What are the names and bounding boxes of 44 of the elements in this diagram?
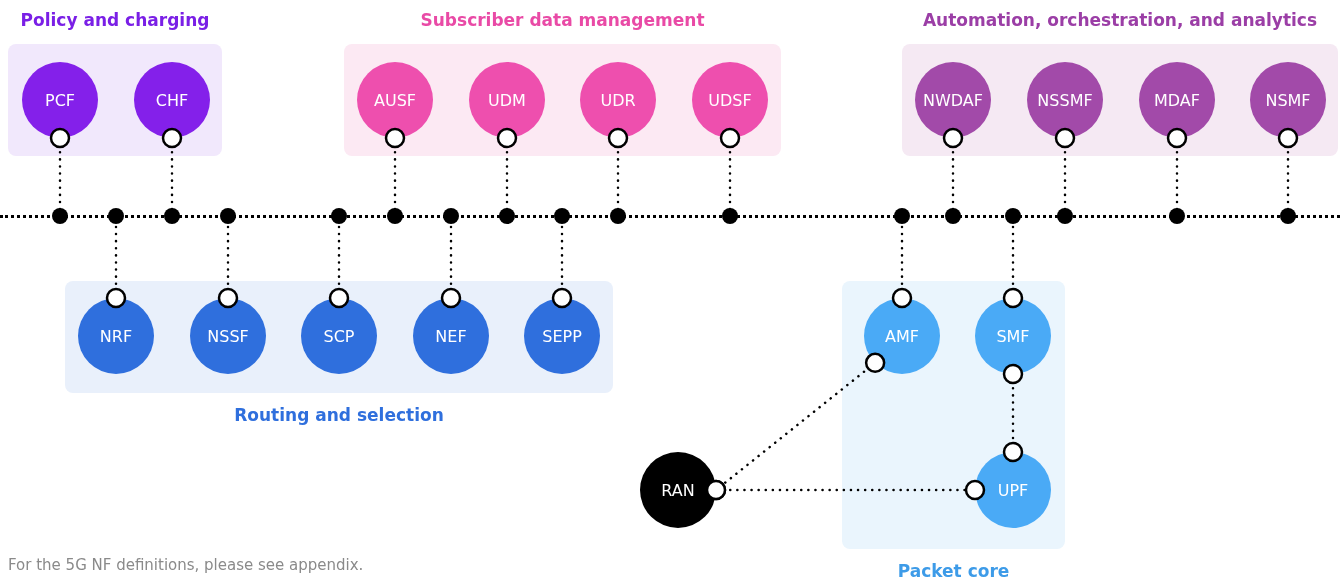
network-function-circle: AMF: [864, 298, 940, 374]
dotted-connector: [891, 208, 913, 309]
network-function-circle: NSSF: [190, 298, 266, 374]
group-heading: Policy and charging: [20, 10, 210, 30]
dotted-connector: [1166, 127, 1188, 224]
network-function-circle: SEPP: [524, 298, 600, 374]
network-function-circle: NEF: [413, 298, 489, 374]
group-heading: Subscriber data management: [420, 10, 705, 30]
dotted-connector: [161, 127, 183, 224]
group-heading: Routing and selection: [234, 405, 444, 425]
network-function-circle: NRF: [78, 298, 154, 374]
network-function-circle: PCF: [22, 62, 98, 138]
group-heading: Automation, orchestration, and analytics: [922, 10, 1318, 30]
dotted-connector: [105, 208, 127, 309]
dotted-connector: [440, 208, 462, 309]
network-function-circle: MDAF: [1139, 62, 1215, 138]
dotted-connector: [496, 127, 518, 224]
network-function-circle: UDSF: [692, 62, 768, 138]
network-function-circle: SCP: [301, 298, 377, 374]
dotted-connector: [217, 208, 239, 309]
network-function-circle: AUSF: [357, 62, 433, 138]
dotted-connector: [607, 127, 629, 224]
dotted-connector: [719, 127, 741, 224]
dotted-connector: [384, 127, 406, 224]
dotted-connector: [1002, 363, 1024, 463]
dotted-connector: [1277, 127, 1299, 224]
dotted-connector: [49, 127, 71, 224]
dotted-connector: [328, 208, 350, 309]
network-function-circle: NSMF: [1250, 62, 1326, 138]
dotted-connector: [942, 127, 964, 224]
network-function-circle: NWDAF: [915, 62, 991, 138]
network-function-circle: NSSMF: [1027, 62, 1103, 138]
footnote: For the 5G NF definitions, please see appendix.: [8, 556, 364, 574]
dotted-connector: [1002, 208, 1024, 309]
dotted-connector: [1054, 127, 1076, 224]
network-function-circle: UPF: [975, 452, 1051, 528]
group-heading: Packet core: [897, 561, 1010, 581]
network-function-circle: RAN: [640, 452, 716, 528]
bus-line: [0, 215, 1340, 218]
dotted-connector: [551, 208, 573, 309]
network-function-circle: UDR: [580, 62, 656, 138]
network-function-circle: SMF: [975, 298, 1051, 374]
network-function-circle: CHF: [134, 62, 210, 138]
network-function-circle: UDM: [469, 62, 545, 138]
